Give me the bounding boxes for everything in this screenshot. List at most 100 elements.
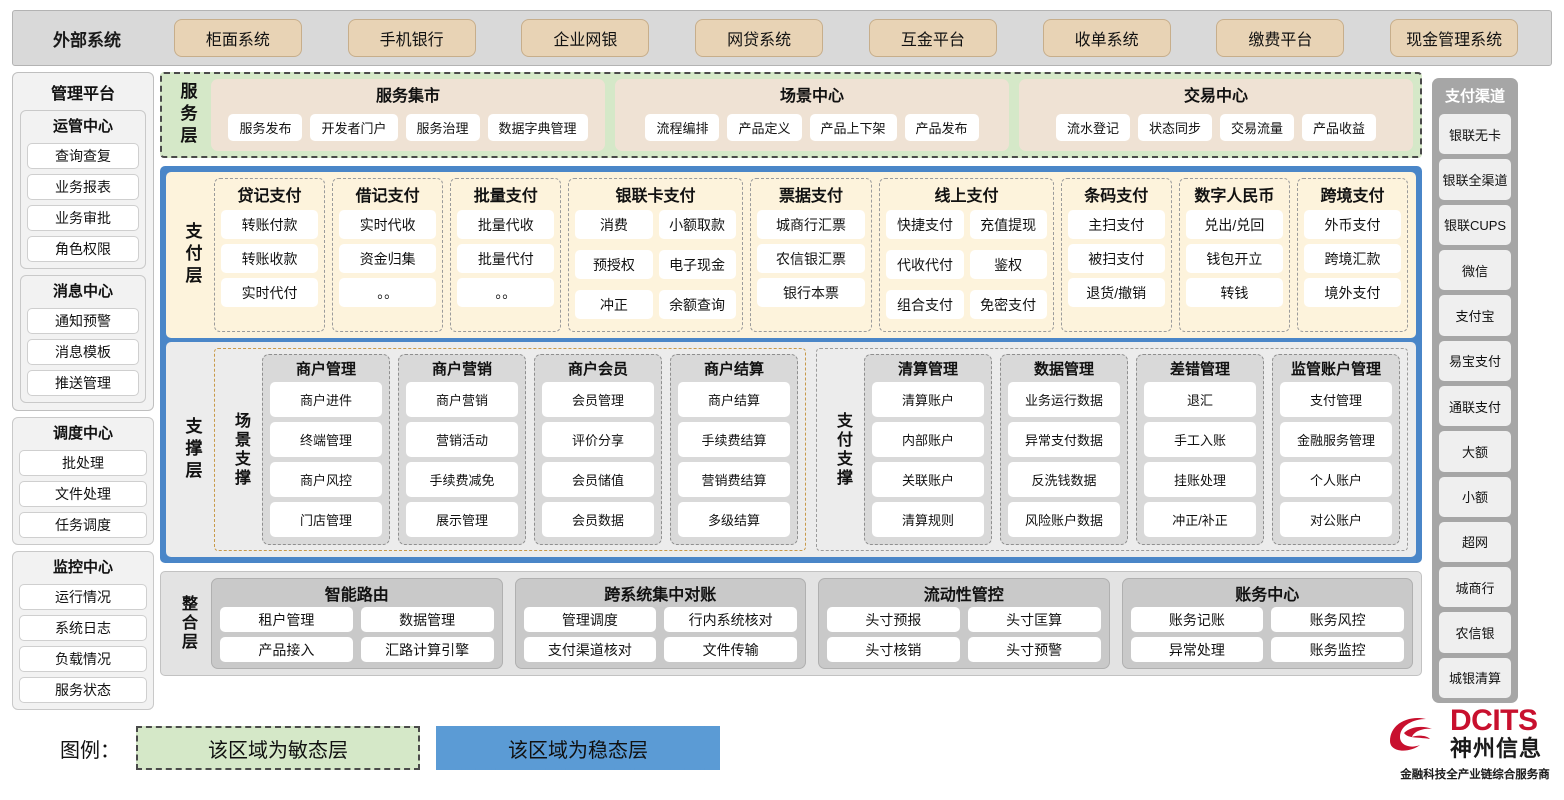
management-item[interactable]: 批处理 — [19, 450, 147, 476]
payment-item[interactable]: 电子现金 — [658, 250, 736, 279]
integration-item[interactable]: 头寸匡算 — [967, 607, 1101, 632]
payment-item[interactable]: 代收代付 — [886, 250, 964, 279]
payment-item[interactable]: 资金归集 — [339, 244, 437, 273]
external-system-chip[interactable]: 手机银行 — [347, 19, 476, 57]
support-item[interactable]: 会员管理 — [542, 382, 654, 417]
integration-item[interactable]: 头寸预报 — [827, 607, 960, 632]
support-item[interactable]: 退汇 — [1144, 382, 1256, 417]
service-item[interactable]: 产品定义 — [727, 113, 802, 141]
support-item[interactable]: 商户进件 — [270, 382, 382, 417]
service-item[interactable]: 服务发布 — [228, 113, 303, 141]
integration-item[interactable]: 汇路计算引擎 — [360, 637, 494, 662]
support-item[interactable]: 业务运行数据 — [1008, 382, 1120, 417]
integration-item[interactable]: 头寸预警 — [967, 637, 1101, 662]
support-item[interactable]: 冲正/补正 — [1144, 502, 1256, 537]
management-item[interactable]: 推送管理 — [27, 370, 139, 396]
payment-item[interactable]: 小额取款 — [658, 210, 736, 239]
support-item[interactable]: 门店管理 — [270, 502, 382, 537]
payment-channel-item[interactable]: 农信银 — [1439, 612, 1511, 653]
support-item[interactable]: 评价分享 — [542, 422, 654, 457]
support-item[interactable]: 内部账户 — [872, 422, 984, 457]
service-item[interactable]: 产品上下架 — [809, 113, 897, 141]
payment-channel-item[interactable]: 易宝支付 — [1439, 340, 1511, 381]
service-item[interactable]: 开发者门户 — [310, 113, 398, 141]
support-item[interactable]: 对公账户 — [1280, 502, 1392, 537]
payment-channel-item[interactable]: 超网 — [1439, 521, 1511, 563]
payment-item[interactable]: 批量代收 — [457, 210, 555, 239]
payment-item[interactable]: 农信银汇票 — [756, 244, 866, 273]
payment-item[interactable]: 。。 — [339, 278, 437, 307]
payment-item[interactable]: 境外支付 — [1303, 278, 1402, 307]
integration-item[interactable]: 账务风控 — [1271, 607, 1404, 632]
payment-item[interactable]: 被扫支付 — [1067, 244, 1165, 273]
support-item[interactable]: 个人账户 — [1280, 462, 1392, 497]
payment-item[interactable]: 外币支付 — [1303, 210, 1402, 239]
payment-item[interactable]: 退货/撤销 — [1067, 278, 1165, 307]
service-item[interactable]: 产品发布 — [904, 113, 979, 141]
payment-item[interactable]: 实时代付 — [221, 278, 319, 307]
payment-item[interactable]: 转钱 — [1185, 278, 1283, 307]
support-item[interactable]: 关联账户 — [872, 462, 984, 497]
integration-item[interactable]: 数据管理 — [360, 607, 494, 632]
payment-item[interactable]: 预授权 — [575, 250, 653, 279]
payment-item[interactable]: 免密支付 — [969, 290, 1047, 319]
management-item[interactable]: 文件处理 — [19, 481, 147, 507]
payment-item[interactable]: 组合支付 — [886, 290, 964, 319]
support-item[interactable]: 清算规则 — [872, 502, 984, 537]
management-item[interactable]: 负载情况 — [19, 646, 147, 672]
integration-item[interactable]: 产品接入 — [220, 637, 353, 662]
support-item[interactable]: 反洗钱数据 — [1008, 462, 1120, 497]
management-item[interactable]: 运行情况 — [19, 584, 147, 610]
service-item[interactable]: 产品收益 — [1302, 113, 1377, 141]
service-item[interactable]: 数据字典管理 — [487, 113, 588, 141]
payment-item[interactable]: 实时代收 — [339, 210, 437, 239]
external-system-chip[interactable]: 企业网银 — [521, 19, 650, 57]
management-item[interactable]: 通知预警 — [27, 308, 139, 334]
payment-channel-item[interactable]: 城商行 — [1439, 567, 1511, 608]
payment-item[interactable]: 转账收款 — [221, 244, 319, 273]
payment-channel-item[interactable]: 支付宝 — [1439, 295, 1511, 336]
support-item[interactable]: 金融服务管理 — [1280, 422, 1392, 457]
support-item[interactable]: 会员数据 — [542, 502, 654, 537]
payment-channel-item[interactable]: 银联无卡 — [1439, 114, 1511, 155]
external-system-chip[interactable]: 缴费平台 — [1216, 19, 1345, 57]
support-item[interactable]: 营销费结算 — [678, 462, 790, 497]
payment-item[interactable]: 兑出/兑回 — [1185, 210, 1283, 239]
management-item[interactable]: 消息模板 — [27, 339, 139, 365]
service-item[interactable]: 流水登记 — [1055, 113, 1130, 141]
service-item[interactable]: 服务治理 — [405, 113, 480, 141]
payment-channel-item[interactable]: 小额 — [1439, 476, 1511, 517]
payment-item[interactable]: 主扫支付 — [1067, 210, 1165, 239]
support-item[interactable]: 终端管理 — [270, 422, 382, 457]
management-item[interactable]: 业务报表 — [27, 174, 139, 200]
integration-item[interactable]: 支付渠道核对 — [523, 637, 657, 662]
payment-item[interactable]: 。。 — [457, 278, 555, 307]
external-system-chip[interactable]: 柜面系统 — [173, 19, 302, 57]
payment-channel-item[interactable]: 大额 — [1439, 431, 1511, 472]
management-item[interactable]: 角色权限 — [27, 236, 139, 262]
payment-item[interactable]: 冲正 — [575, 290, 653, 319]
management-item[interactable]: 业务审批 — [27, 205, 139, 231]
management-item[interactable]: 服务状态 — [19, 677, 147, 703]
external-system-chip[interactable]: 收单系统 — [1042, 19, 1171, 57]
integration-item[interactable]: 管理调度 — [523, 607, 657, 632]
management-item[interactable]: 查询查复 — [27, 143, 139, 169]
service-item[interactable]: 流程编排 — [645, 113, 720, 141]
support-item[interactable]: 清算账户 — [872, 382, 984, 417]
payment-item[interactable]: 充值提现 — [969, 210, 1047, 239]
payment-item[interactable]: 转账付款 — [221, 210, 319, 239]
service-item[interactable]: 状态同步 — [1137, 113, 1212, 141]
management-item[interactable]: 系统日志 — [19, 615, 147, 641]
payment-channel-item[interactable]: 城银清算 — [1439, 657, 1511, 699]
payment-item[interactable]: 余额查询 — [658, 290, 736, 319]
payment-channel-item[interactable]: 微信 — [1439, 249, 1511, 291]
integration-item[interactable]: 头寸核销 — [827, 637, 960, 662]
support-item[interactable]: 手工入账 — [1144, 422, 1256, 457]
support-item[interactable]: 商户营销 — [406, 382, 518, 417]
support-item[interactable]: 营销活动 — [406, 422, 518, 457]
service-item[interactable]: 交易流量 — [1220, 113, 1295, 141]
payment-item[interactable]: 跨境汇款 — [1303, 244, 1402, 273]
support-item[interactable]: 手续费减免 — [406, 462, 518, 497]
support-item[interactable]: 手续费结算 — [678, 422, 790, 457]
support-item[interactable]: 风险账户数据 — [1008, 502, 1120, 537]
